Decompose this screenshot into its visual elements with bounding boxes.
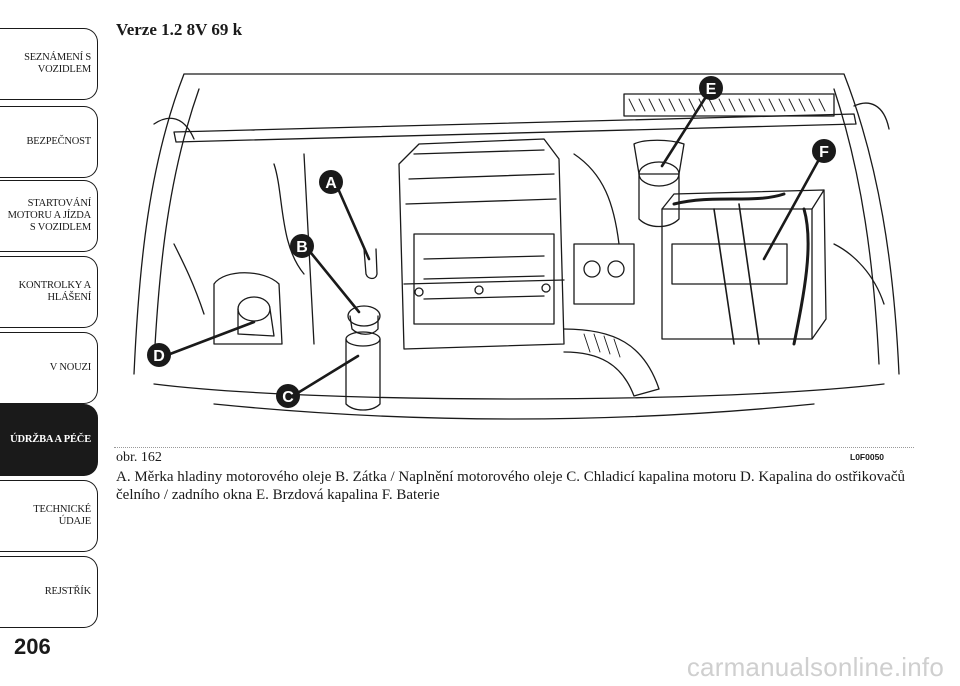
tab-label: TECHNICKÉ ÚDAJE — [33, 504, 91, 527]
section-heading: Verze 1.2 8V 69 k — [116, 20, 243, 39]
callout-label: C — [282, 389, 294, 406]
engine-bay-illustration: A B C D E F — [114, 44, 914, 442]
tab-udrzba-a-pece[interactable]: ÚDRŽBA A PÉČE — [0, 404, 98, 476]
callout-d: D — [147, 343, 171, 367]
engine-bay-drawing: A B C D E F — [133, 73, 900, 420]
tab-label: SEZNÁMENÍ S VOZIDLEM — [24, 52, 91, 75]
callout-label: E — [706, 81, 717, 98]
callout-f: F — [812, 139, 836, 163]
callout-label: F — [819, 144, 829, 161]
callout-e: E — [699, 76, 723, 100]
tab-label: KONTROLKY A HLÁŠENÍ — [18, 280, 92, 303]
tab-label: V NOUZI — [49, 362, 91, 373]
tab-startovani-motoru[interactable]: STARTOVÁNÍ MOTORU A JÍZDA S VOZIDLEM — [0, 180, 98, 252]
callout-b: B — [290, 234, 314, 258]
tab-v-nouzi[interactable]: V NOUZI — [0, 332, 98, 404]
figure-divider — [114, 447, 914, 448]
tab-bezpecnost[interactable]: BEZPEČNOST — [0, 106, 98, 178]
callout-a: A — [319, 170, 343, 194]
tab-label: ÚDRŽBA A PÉČE — [10, 434, 91, 445]
tab-technicke-udaje[interactable]: TECHNICKÉ ÚDAJE — [0, 480, 98, 552]
tab-rejstrik[interactable]: REJSTŘÍK — [0, 556, 98, 628]
watermark: carmanualsonline.info — [686, 652, 944, 682]
callout-label: B — [296, 239, 308, 256]
callout-label: A — [325, 175, 337, 192]
tab-kontrolky-a-hlaseni[interactable]: KONTROLKY A HLÁŠENÍ — [0, 256, 98, 328]
tab-label: STARTOVÁNÍ MOTORU A JÍZDA S VOZIDLEM — [7, 198, 92, 233]
tab-label: REJSTŘÍK — [44, 586, 91, 597]
tab-seznameni-s-vozidlem[interactable]: SEZNÁMENÍ S VOZIDLEM — [0, 28, 98, 100]
figure-caption: A. Měrka hladiny motorového oleje B. Zát… — [116, 469, 905, 503]
page-number: 206 — [14, 634, 51, 659]
callout-label: D — [153, 348, 165, 365]
figure-number: obr. 162 — [116, 450, 162, 465]
figure-code: L0F0050 — [850, 452, 885, 462]
callout-c: C — [276, 384, 300, 408]
tab-label: BEZPEČNOST — [26, 136, 91, 147]
